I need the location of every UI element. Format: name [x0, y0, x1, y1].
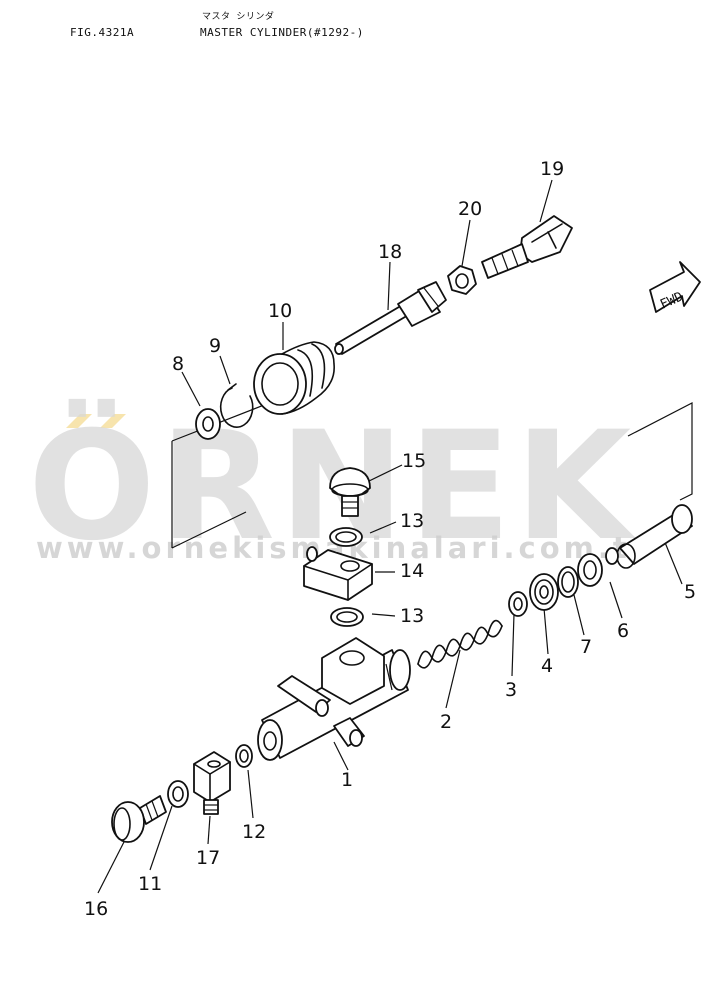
part-1-cylinder-body	[257, 637, 411, 761]
part-6-cup	[577, 553, 603, 587]
callout-3: 3	[505, 679, 517, 701]
part-17-fitting	[193, 751, 231, 815]
part-14-joint-block	[303, 546, 373, 601]
callout-4: 4	[541, 655, 553, 677]
callout-8: 8	[172, 353, 184, 375]
callout-6: 6	[617, 620, 629, 642]
part-9-snap-ring	[219, 383, 254, 428]
callout-15: 15	[402, 450, 426, 472]
part-12-washer	[235, 744, 253, 768]
callout-16: 16	[84, 898, 108, 920]
callout-17: 17	[196, 847, 220, 869]
part-10-boot	[253, 341, 335, 415]
callout-12: 12	[242, 821, 266, 843]
figure-number: FIG.4321A	[70, 26, 135, 39]
callout-9: 9	[209, 335, 221, 357]
callout-5: 5	[684, 581, 696, 603]
part-11-washer	[167, 780, 189, 808]
part-15-bleeder-bolt	[329, 467, 371, 517]
callout-7: 7	[580, 636, 592, 658]
part-13-seal-lower	[330, 607, 364, 627]
part-7-ring	[557, 566, 579, 598]
callout-13-upper: 13	[400, 510, 424, 532]
part-4-cup	[529, 573, 559, 611]
part-18-push-rod	[334, 281, 447, 355]
part-19-clevis	[481, 215, 573, 279]
part-16-bolt	[111, 795, 167, 843]
leader-lines	[97, 179, 683, 894]
part-8-washer	[195, 408, 221, 440]
part-5-piston	[605, 504, 693, 569]
callout-1: 1	[341, 769, 353, 791]
watermark-accent-right	[100, 414, 126, 428]
callout-2: 2	[440, 711, 452, 733]
callout-labels: 1 2 3 4 5 6 7 8 9 10 11 12 13 13 14 15 1…	[84, 158, 696, 920]
part-3-washer	[508, 591, 528, 617]
callout-14: 14	[400, 560, 424, 582]
callout-19: 19	[540, 158, 564, 180]
callout-10: 10	[268, 300, 292, 322]
part-20-nut	[447, 265, 477, 295]
watermark-accent-left	[66, 414, 92, 428]
callout-18: 18	[378, 241, 402, 263]
fwd-arrow-icon: FWD	[649, 261, 701, 313]
diagram-title: MASTER CYLINDER(#1292-)	[200, 26, 364, 39]
part-13-seal-upper	[329, 527, 363, 547]
title-kana: マスタ シリンダ	[202, 12, 275, 22]
part-2-spring	[417, 619, 503, 669]
callout-20: 20	[458, 198, 482, 220]
callout-11: 11	[138, 873, 162, 895]
callout-13-lower: 13	[400, 605, 424, 627]
